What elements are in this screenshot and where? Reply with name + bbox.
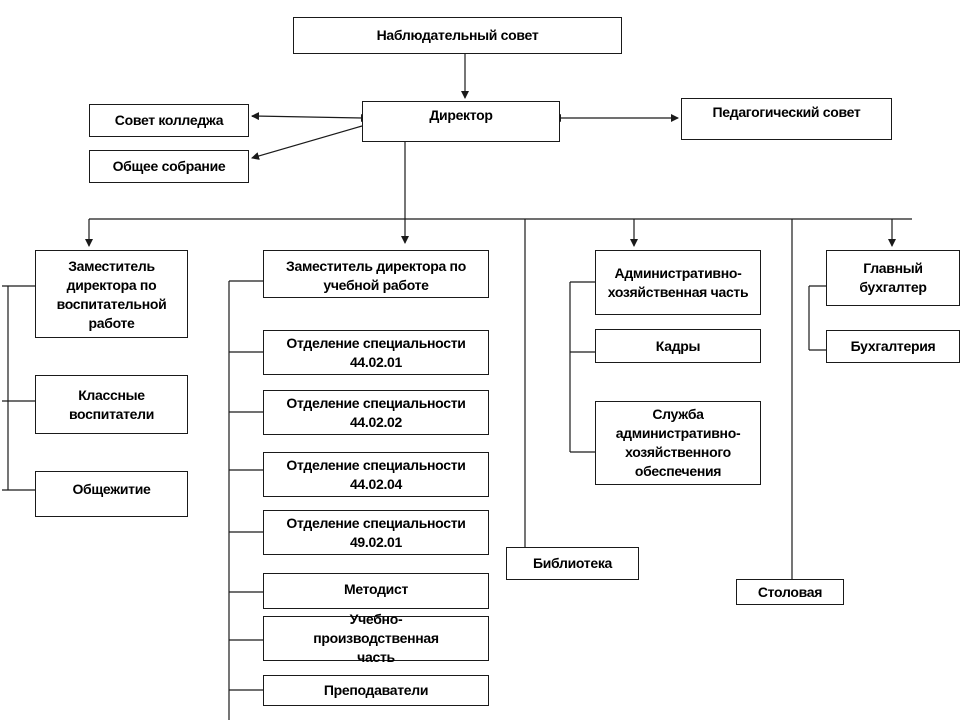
dormitory-box: Общежитие [35,471,188,517]
canteen-box: Столовая [736,579,844,605]
deputy-academic-box: Заместитель директора по учебной работе [263,250,489,298]
methodologist-box: Методист [263,573,489,609]
chief-accountant-box: Главный бухгалтер [826,250,960,306]
pedagogical-council-box: Педагогический совет [681,98,892,140]
dept-49-02-01-box: Отделение специальности 49.02.01 [263,510,489,555]
library-box: Библиотека [506,547,639,580]
college-council-box: Совет колледжа [89,104,249,137]
dept-44-02-01-box: Отделение специальности 44.02.01 [263,330,489,375]
general-meeting-box: Общее собрание [89,150,249,183]
arrow-director-general-meeting [251,125,363,160]
admin-economic-box: Административно-хозяйственная часть [595,250,761,315]
deputy-educational-box: Заместитель директора по воспитательной … [35,250,188,338]
dept-44-02-02-box: Отделение специальности 44.02.02 [263,390,489,435]
arrow-director-college-council [251,112,369,122]
personnel-box: Кадры [595,329,761,363]
admin-support-service-box: Служба административно-хозяйственного об… [595,401,761,485]
accounting-box: Бухгалтерия [826,330,960,363]
teachers-box: Преподаватели [263,675,489,706]
supervisory-board-box: Наблюдательный совет [293,17,622,54]
class-tutors-box: Классные воспитатели [35,375,188,434]
dept-44-02-04-box: Отделение специальности 44.02.04 [263,452,489,497]
training-production-box: Учебно-производственная часть [263,611,489,665]
director-box: Директор [362,101,560,142]
